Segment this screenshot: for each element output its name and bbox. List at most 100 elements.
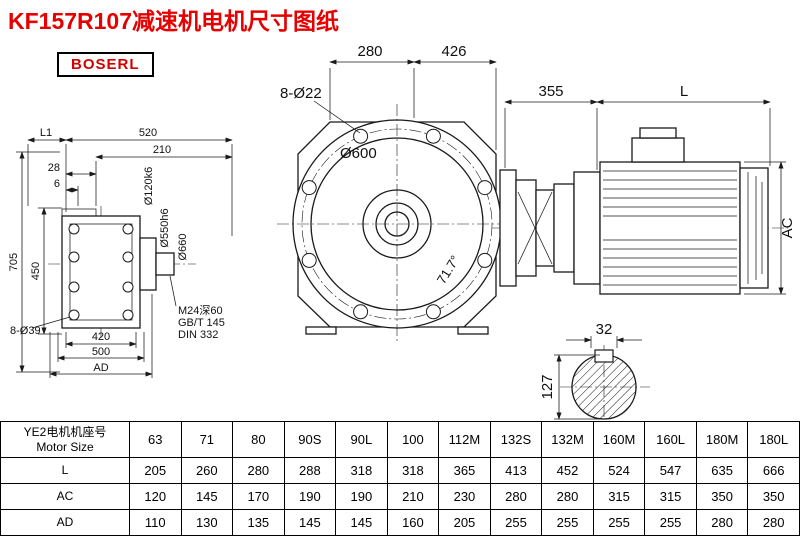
mount-hole bbox=[122, 309, 134, 321]
dim-value-cell: 350 bbox=[695, 483, 749, 510]
dim-value-cell: 635 bbox=[695, 457, 749, 484]
shaft-section-circle bbox=[571, 354, 637, 420]
dim-value-cell: 255 bbox=[644, 509, 697, 536]
motor-size-col-header: 90L bbox=[335, 421, 388, 458]
dim-value-cell: 145 bbox=[335, 509, 388, 536]
dim-value-cell: 130 bbox=[180, 509, 234, 536]
row-label: AC bbox=[0, 483, 130, 510]
motor-side-view: 355 L AC bbox=[492, 83, 796, 295]
dim-label-32: 32 bbox=[596, 321, 613, 338]
motor-size-col-header: 160L bbox=[644, 421, 697, 458]
motor-body bbox=[599, 161, 741, 295]
bolt-hole bbox=[301, 180, 317, 196]
bell-disc bbox=[553, 183, 575, 273]
spigot-dia-label: Ø550h6 bbox=[159, 208, 171, 247]
dim-value-cell: 318 bbox=[335, 457, 388, 484]
dim-value-cell: 452 bbox=[541, 457, 594, 484]
motor-size-col-header: 71 bbox=[180, 421, 234, 458]
top-step bbox=[61, 208, 97, 217]
dia-600-label: Ø600 bbox=[340, 145, 377, 162]
dim-value-cell: 255 bbox=[541, 509, 594, 536]
motor-size-col-header: 132M bbox=[541, 421, 594, 458]
shaft-dia-label: Ø120k6 bbox=[143, 167, 155, 206]
motor-size-col-header: 160M bbox=[592, 421, 646, 458]
motor-size-header-en: Motor Size bbox=[36, 439, 94, 454]
terminal-box bbox=[631, 137, 685, 163]
dim-value-cell: 288 bbox=[283, 457, 337, 484]
motor-size-col-header: 132S bbox=[489, 421, 543, 458]
motor-size-col-header: 112M bbox=[438, 421, 491, 458]
dim-label-127: 127 bbox=[539, 374, 556, 399]
bolt-hole bbox=[425, 128, 441, 144]
dim-value-cell: 280 bbox=[232, 457, 285, 484]
motor-size-col-header: 90S bbox=[283, 421, 337, 458]
dim-value-cell: 145 bbox=[180, 483, 234, 510]
mount-hole bbox=[122, 223, 134, 235]
std-gb-note: GB/T 145 bbox=[178, 317, 225, 329]
dim-value-cell: 190 bbox=[335, 483, 388, 510]
dim-label-28: 28 bbox=[48, 162, 60, 174]
dim-value-cell: 120 bbox=[129, 483, 182, 510]
motor-size-col-header: 63 bbox=[129, 421, 182, 458]
dim-label-ad: AD bbox=[93, 362, 108, 374]
dim-value-cell: 190 bbox=[283, 483, 337, 510]
cross-brace bbox=[517, 191, 553, 265]
dim-value-cell: 205 bbox=[438, 509, 491, 536]
bolt-holes-label: 8-Ø22 bbox=[280, 85, 322, 102]
dim-label-l: L bbox=[680, 83, 688, 100]
dim-label-450: 450 bbox=[30, 262, 42, 280]
bolt-hole bbox=[301, 252, 317, 268]
mount-hole bbox=[122, 281, 134, 293]
page-title: KF157R107减速机电机尺寸图纸 bbox=[8, 8, 340, 34]
keyway bbox=[594, 349, 614, 363]
dim-value-cell: 260 bbox=[180, 457, 234, 484]
dim-label-210: 210 bbox=[153, 144, 171, 156]
dim-value-cell: 280 bbox=[747, 509, 800, 536]
dim-value-cell: 547 bbox=[644, 457, 697, 484]
flange-dia-label: Ø660 bbox=[177, 234, 189, 261]
dim-value-cell: 210 bbox=[386, 483, 440, 510]
dim-value-cell: 160 bbox=[386, 509, 440, 536]
dim-value-cell: 280 bbox=[695, 509, 749, 536]
leader-line bbox=[31, 316, 71, 329]
dim-value-cell: 255 bbox=[592, 509, 646, 536]
dim-label-520: 520 bbox=[139, 127, 157, 139]
tap-note: M24深60 bbox=[178, 304, 223, 317]
bolt-hole bbox=[477, 252, 493, 268]
gearbox-side-view: L1 520 210 28 6 705 450 420 500 AD 8-Ø39… bbox=[8, 127, 233, 378]
bell-disc bbox=[499, 169, 517, 287]
terminal-box-lid bbox=[639, 127, 677, 139]
motor-size-col-header: 180L bbox=[747, 421, 800, 458]
dim-value-cell: 413 bbox=[489, 457, 543, 484]
motor-size-header-cn: YE2电机机座号 bbox=[23, 424, 107, 439]
output-shaft bbox=[155, 252, 175, 276]
dim-value-cell: 315 bbox=[644, 483, 697, 510]
dim-value-cell: 205 bbox=[129, 457, 182, 484]
motor-size-col-header: 100 bbox=[386, 421, 440, 458]
mount-hole bbox=[68, 251, 80, 263]
dim-value-cell: 280 bbox=[489, 483, 543, 510]
dim-label-280: 280 bbox=[357, 43, 382, 60]
brand-logo: BOSERL bbox=[57, 52, 154, 77]
flange-spigot bbox=[139, 237, 157, 291]
dim-label-420: 420 bbox=[92, 331, 110, 343]
dim-value-cell: 255 bbox=[489, 509, 543, 536]
dim-label-ac: AC bbox=[779, 217, 796, 238]
mount-hole bbox=[68, 281, 80, 293]
mount-hole bbox=[68, 223, 80, 235]
dim-value-cell: 145 bbox=[283, 509, 337, 536]
motor-size-header: YE2电机机座号 Motor Size bbox=[0, 421, 130, 458]
housing-face bbox=[69, 223, 133, 321]
dim-value-cell: 110 bbox=[129, 509, 182, 536]
leader-line bbox=[313, 100, 361, 134]
dim-label-705: 705 bbox=[8, 253, 20, 271]
dim-value-cell: 135 bbox=[232, 509, 285, 536]
dim-value-cell: 350 bbox=[747, 483, 800, 510]
dim-value-cell: 524 bbox=[592, 457, 646, 484]
foot bbox=[457, 326, 489, 335]
dim-label-500: 500 bbox=[92, 346, 110, 358]
